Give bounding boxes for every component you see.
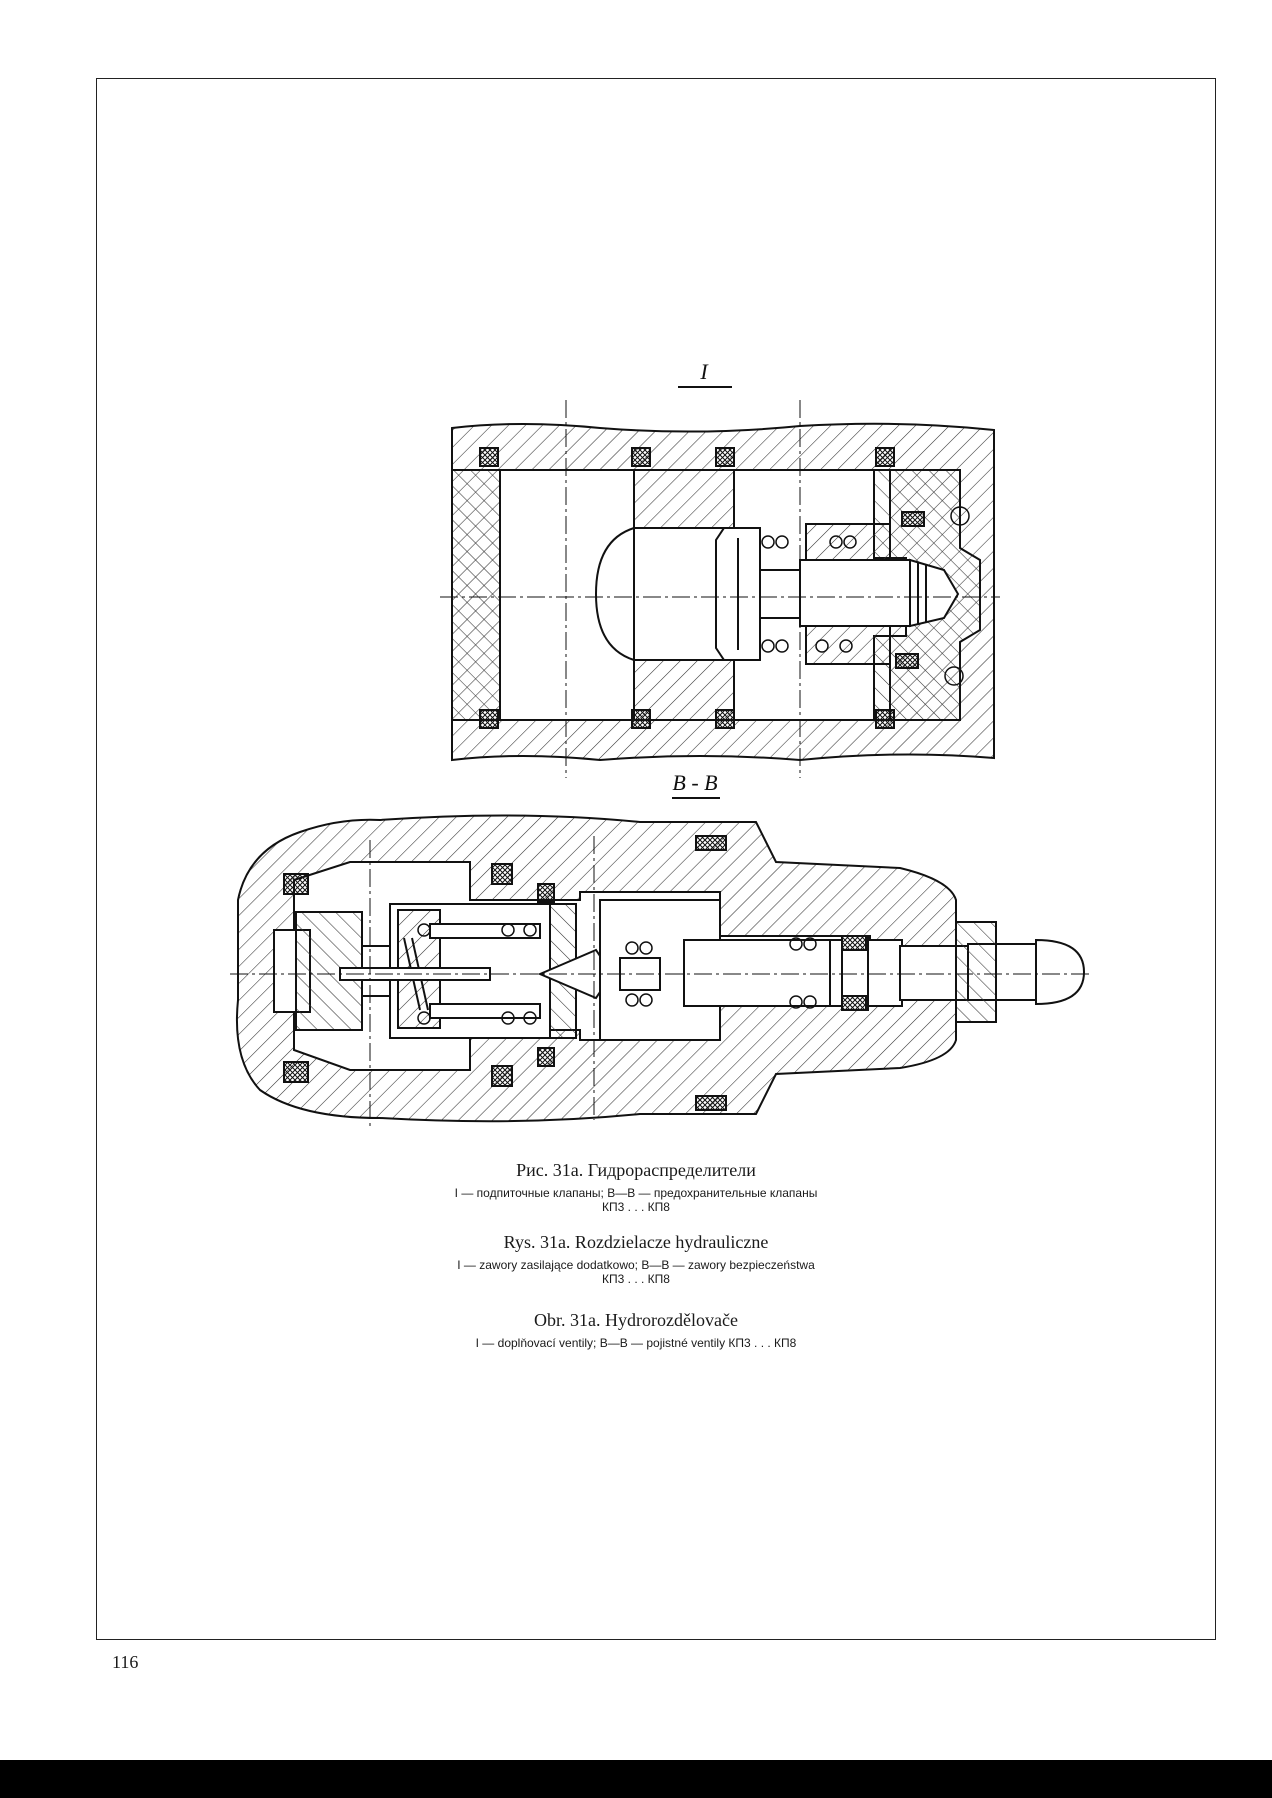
view-i: I xyxy=(440,359,1000,778)
caption-pl-legend-2: КП3 . . . КП8 xyxy=(602,1272,670,1286)
caption-pl-title: Rys. 31a. Rozdzielacze hydrauliczne xyxy=(503,1232,769,1252)
caption-cs-legend: I — doplňovací ventily; B—B — pojistné v… xyxy=(475,1336,797,1350)
section-b-b: B - B xyxy=(230,770,1090,1130)
page-number: 116 xyxy=(112,1652,139,1672)
caption-ru-title: Рис. 31а. Гидрораспределители xyxy=(516,1160,756,1180)
scan-bottom-bar xyxy=(0,1760,1272,1798)
caption-cs-title: Obr. 31a. Hydrorozdělovače xyxy=(534,1310,738,1330)
section-b-b-label: B - B xyxy=(672,770,717,795)
view-i-label: I xyxy=(699,359,709,384)
caption-pl-legend: I — zawory zasilające dodatkowo; B—B — z… xyxy=(457,1258,815,1272)
caption-ru-legend: I — подпиточные клапаны; B—B — предохран… xyxy=(454,1186,818,1200)
caption-ru-legend-2: КП3 . . . КП8 xyxy=(602,1200,670,1214)
page-frame xyxy=(96,78,1216,1640)
